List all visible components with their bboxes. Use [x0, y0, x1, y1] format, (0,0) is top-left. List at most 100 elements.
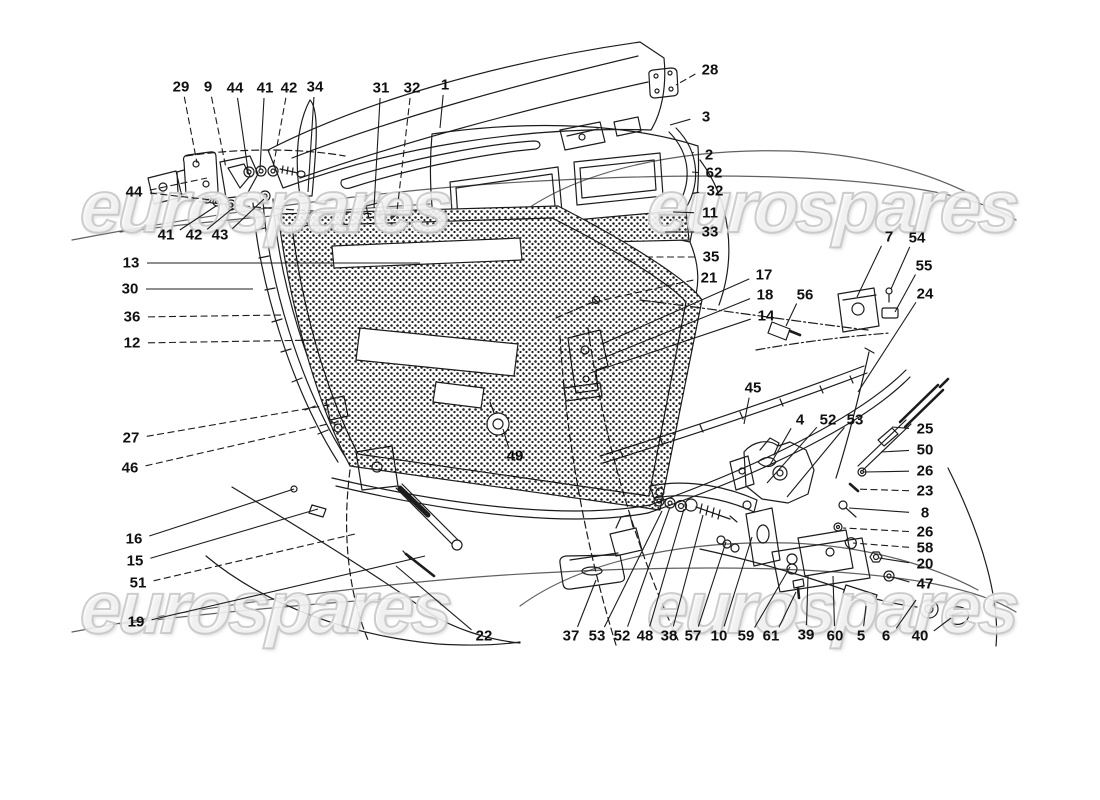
leader-line: [723, 536, 753, 627]
part-number-label: 15: [127, 553, 144, 570]
part-number-label: 30: [122, 281, 139, 298]
leader-line: [890, 246, 911, 290]
leader-line: [878, 557, 910, 564]
leader-line: [895, 599, 917, 629]
part-number-label: 26: [917, 524, 934, 541]
leader-line: [691, 171, 699, 174]
leader-line: [649, 508, 685, 627]
leader-line: [766, 426, 818, 484]
part-number-label: 54: [909, 230, 926, 247]
part-number-label: 45: [745, 380, 762, 397]
leader-line: [259, 97, 265, 170]
part-number-label: 3: [702, 109, 710, 126]
part-number-label: 6: [882, 628, 890, 645]
part-number-label: 60: [827, 628, 844, 645]
bonnet-seal-45: [599, 365, 868, 464]
part-number-label: 58: [917, 540, 934, 557]
part-number-label: 29: [173, 79, 190, 96]
part-number-label: 55: [916, 258, 933, 275]
leader-line: [232, 198, 265, 230]
leader-line: [786, 427, 845, 498]
leader-line: [236, 97, 249, 171]
leader-line: [894, 274, 916, 313]
leader-line: [210, 96, 227, 169]
part-number-label: 52: [614, 628, 631, 645]
leader-line: [149, 192, 213, 201]
leader-line: [863, 605, 867, 627]
leader-line: [147, 339, 323, 344]
leader-line: [778, 591, 797, 628]
leader-line: [852, 542, 910, 548]
part-number-label: 41: [257, 80, 274, 97]
leader-line: [601, 278, 750, 345]
release-cables: [699, 287, 970, 625]
hinge-cluster: [147, 149, 399, 220]
leader-line: [842, 527, 910, 533]
leader-line: [743, 397, 750, 425]
leader-line: [577, 579, 597, 628]
leader-line: [891, 426, 910, 429]
mid-hinge-bracket: [325, 295, 609, 433]
part-number-label: 11: [702, 205, 718, 222]
part-number-label: 20: [917, 556, 934, 573]
part-number-label: 52: [820, 412, 837, 429]
leader-line: [307, 96, 315, 193]
leader-line: [880, 449, 910, 453]
leader-line: [627, 506, 671, 627]
part-number-label: 24: [917, 286, 934, 303]
leader-line: [151, 555, 426, 621]
leader-line: [439, 94, 444, 129]
part-number-label: 53: [847, 412, 864, 429]
leader-line: [589, 318, 751, 374]
leader-line: [672, 211, 695, 214]
leader-line: [891, 576, 910, 583]
leader-line: [502, 428, 510, 448]
lock-plate-28: [648, 67, 679, 99]
part-number-label: 42: [281, 80, 298, 97]
part-number-label: 40: [912, 628, 929, 645]
part-number-label: 22: [476, 628, 493, 645]
part-number-label: 42: [186, 227, 203, 244]
leader-line: [597, 298, 751, 361]
leader-line: [272, 97, 287, 169]
leader-line: [153, 533, 356, 582]
part-number-label: 21: [701, 270, 718, 287]
leader-line: [672, 514, 704, 627]
part-number-label: 25: [917, 421, 934, 438]
part-number-label: 62: [706, 165, 723, 182]
leader-line: [145, 420, 342, 467]
part-number-label: 48: [637, 628, 654, 645]
leader-line: [183, 96, 198, 164]
part-number-label: 32: [707, 183, 724, 200]
bonnet-stay: [290, 445, 463, 578]
part-number-label: 13: [123, 255, 140, 272]
leader-line: [857, 301, 917, 393]
leader-line: [147, 314, 283, 318]
part-number-label: 61: [763, 628, 780, 645]
part-number-label: 31: [373, 80, 390, 97]
part-number-label: 49: [507, 448, 524, 465]
part-number-label: 38: [661, 628, 678, 645]
part-number-label: 7: [885, 229, 893, 246]
latch-mechanism: [559, 437, 895, 600]
part-number-label: 4: [796, 412, 805, 429]
leader-line: [832, 575, 836, 627]
leader-line: [853, 488, 910, 492]
part-number-label: 32: [404, 80, 421, 97]
part-number-label: 39: [798, 627, 815, 644]
leader-line: [149, 488, 295, 537]
bonnet-outer-panel: [267, 41, 666, 189]
leader-line: [150, 508, 319, 559]
part-number-label: 28: [702, 62, 719, 79]
part-number-label: 19: [128, 614, 145, 631]
part-number-label: 9: [204, 79, 212, 96]
leader-lines: [145, 73, 952, 632]
part-number-label: 27: [123, 430, 140, 447]
leader-line: [697, 541, 727, 627]
part-number-label: 35: [703, 249, 720, 266]
part-number-label: 10: [711, 628, 728, 645]
